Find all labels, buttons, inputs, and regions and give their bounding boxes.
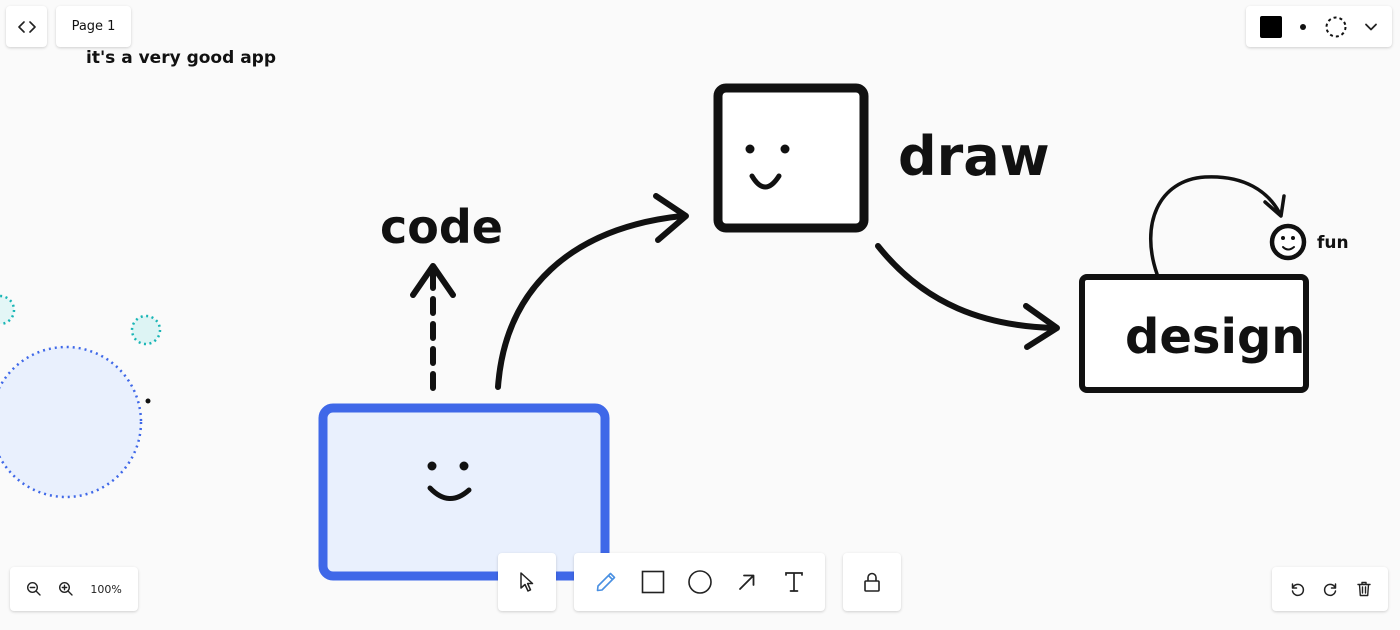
page-tab-label: Page 1 — [71, 19, 116, 34]
smiley-eye-right — [459, 461, 469, 471]
style-panel — [1246, 6, 1392, 47]
curved-arrow-head — [653, 193, 689, 243]
select-tool-button[interactable] — [507, 562, 547, 602]
fun-smiley-face[interactable] — [1269, 223, 1307, 261]
trash-icon — [1357, 581, 1371, 597]
draw-box[interactable] — [713, 83, 869, 233]
zoom-reset-button[interactable]: 100% — [90, 583, 121, 596]
curved-arrow-to-draw[interactable] — [495, 213, 685, 390]
lock-panel — [843, 553, 901, 611]
zoom-level-label: 100% — [90, 582, 122, 596]
draw-smiley-eye-right — [780, 144, 790, 154]
redo-icon — [1323, 583, 1337, 597]
zoom-panel: 100% — [10, 567, 138, 611]
dashed-circle-icon — [1325, 16, 1347, 37]
design-box[interactable] — [1079, 274, 1309, 393]
text-tool-button[interactable] — [774, 562, 814, 602]
chevron-down-icon — [1365, 23, 1377, 30]
smiley-mouth — [427, 485, 472, 501]
style-menu-toggle[interactable] — [1364, 22, 1378, 32]
page-tab[interactable]: Page 1 — [56, 6, 131, 47]
stroke-size-button[interactable] — [1298, 22, 1308, 32]
fill-color-button[interactable] — [1260, 15, 1282, 38]
redo-button[interactable] — [1323, 581, 1339, 597]
pencil-icon — [596, 572, 615, 592]
loop-arrow[interactable] — [1148, 175, 1281, 276]
text-icon — [784, 572, 803, 592]
rectangle-icon — [641, 570, 664, 594]
arrow-draw-to-design-head — [1023, 303, 1060, 350]
select-panel — [498, 553, 556, 611]
pencil-tool-button[interactable] — [586, 562, 626, 602]
arrow-icon — [738, 574, 754, 590]
loop-arrow-head — [1263, 194, 1286, 218]
ink-dot[interactable] — [145, 398, 151, 404]
fun-smiley-eye-right — [1291, 236, 1295, 240]
ellipse-tool-button[interactable] — [680, 562, 720, 602]
dash-style-button[interactable] — [1324, 15, 1348, 39]
label-draw[interactable]: draw — [898, 125, 1050, 188]
arrow-tool-button[interactable] — [727, 562, 767, 602]
zoom-in-icon — [59, 581, 73, 596]
zoom-in-button[interactable] — [58, 581, 74, 597]
arrow-draw-to-design[interactable] — [875, 243, 1057, 331]
draw-smiley-eye-left — [745, 144, 755, 154]
zoom-out-icon — [27, 581, 41, 596]
delete-button[interactable] — [1357, 581, 1371, 597]
code-toggle-button[interactable] — [6, 6, 47, 47]
drawing-tools-panel — [574, 553, 825, 611]
label-design[interactable]: design — [1125, 309, 1305, 365]
fun-smiley-eye-left — [1281, 236, 1285, 240]
blue-dotted-circle[interactable] — [0, 345, 143, 499]
filled-square-icon — [1260, 15, 1282, 38]
history-panel — [1272, 567, 1388, 611]
zoom-out-button[interactable] — [26, 581, 42, 597]
undo-icon — [1291, 583, 1305, 597]
label-code[interactable]: code — [380, 200, 503, 254]
smiley-eye-left — [427, 461, 437, 471]
code-brackets-icon — [17, 20, 36, 33]
teal-dotted-circle[interactable] — [130, 314, 162, 346]
lock-icon — [864, 572, 880, 592]
draw-smiley-mouth — [749, 173, 782, 190]
dot-size-icon — [1300, 23, 1306, 30]
fun-smiley-mouth — [1282, 246, 1295, 251]
dashed-arrow-head — [410, 263, 456, 298]
note-text[interactable]: it's a very good app — [86, 48, 276, 68]
undo-button[interactable] — [1289, 581, 1305, 597]
teal-dotted-circle-edge[interactable] — [0, 294, 16, 326]
ellipse-icon — [687, 570, 712, 594]
lock-button[interactable] — [852, 562, 892, 602]
cursor-icon — [520, 572, 534, 592]
label-fun[interactable]: fun — [1317, 233, 1349, 253]
rectangle-tool-button[interactable] — [633, 562, 673, 602]
